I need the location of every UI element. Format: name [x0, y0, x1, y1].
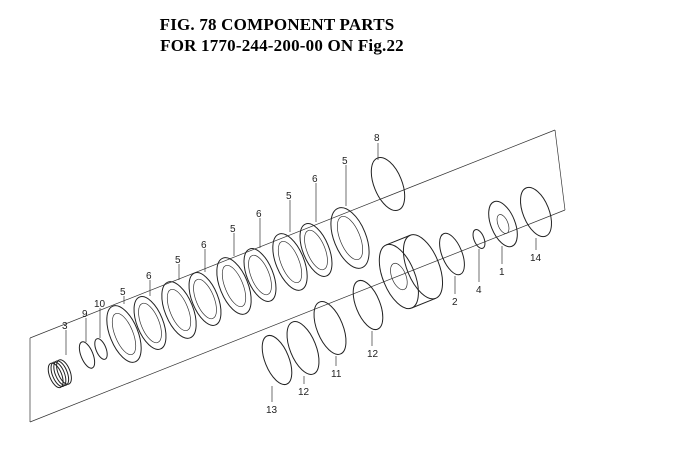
- clutch-piston: [378, 234, 444, 310]
- part-1-hub: [488, 200, 518, 248]
- callout-6-c: 6: [256, 209, 262, 220]
- callout-9: 9: [82, 309, 88, 320]
- part-7-end-plate: [330, 207, 370, 269]
- callout-8: 8: [374, 133, 380, 144]
- part-6-disc-d: [299, 223, 333, 277]
- part-5-plate-b: [161, 281, 197, 339]
- part-8-snap-ring: [370, 157, 406, 211]
- callout-4: 4: [476, 285, 482, 296]
- part-6-disc-a: [133, 296, 167, 350]
- callout-6-d: 6: [312, 174, 318, 185]
- callout-1: 1: [499, 267, 505, 278]
- callout-11: 11: [331, 369, 342, 380]
- part-6-disc-c: [243, 248, 277, 302]
- part-4-small-ring: [472, 229, 486, 249]
- title-line-2: FOR 1770-244-200-00 ON Fig.22: [160, 36, 404, 55]
- callout-14: 14: [530, 253, 542, 264]
- callout-5-e: 5: [342, 156, 348, 167]
- leader-lines: [65, 143, 537, 402]
- callout-5-c: 5: [230, 224, 236, 235]
- part-5-plate-c: [216, 257, 252, 315]
- callout-2: 2: [452, 297, 458, 308]
- part-12-ring-upper: [352, 279, 384, 331]
- part-3-spring: [47, 359, 72, 389]
- callout-12-lower: 12: [298, 387, 310, 398]
- part-14-ring: [520, 186, 552, 238]
- callout-6-a: 6: [146, 271, 152, 282]
- diagram-title: FIG. 78 COMPONENT PARTS FOR 1770-244-200…: [0, 14, 684, 56]
- part-11-ring: [313, 301, 347, 355]
- part-2-seal-ring: [439, 232, 465, 276]
- callout-13: 13: [266, 405, 278, 416]
- part-13-snap-ring: [261, 334, 293, 386]
- part-6-disc-b: [188, 272, 222, 326]
- callout-labels: 1 2 4 14 3 9 10 5 6 5 6 5 6 5 6 5 6 7 8 …: [62, 133, 542, 416]
- axis-lines: [29, 129, 566, 423]
- callout-12-upper: 12: [367, 349, 379, 360]
- part-5-plate-d: [272, 233, 308, 291]
- part-10-ring: [94, 338, 108, 360]
- part-12-ring-lower: [286, 321, 320, 375]
- callout-3: 3: [62, 321, 68, 332]
- title-line-1: FIG. 78 COMPONENT PARTS: [159, 15, 395, 34]
- callout-6-b: 6: [201, 240, 207, 251]
- part-9-ring: [78, 341, 96, 369]
- callout-5-a: 5: [120, 287, 126, 298]
- callout-10: 10: [94, 299, 106, 310]
- part-5-plate-a: [106, 305, 142, 363]
- callout-5-b: 5: [175, 255, 181, 266]
- callout-5-d: 5: [286, 191, 292, 202]
